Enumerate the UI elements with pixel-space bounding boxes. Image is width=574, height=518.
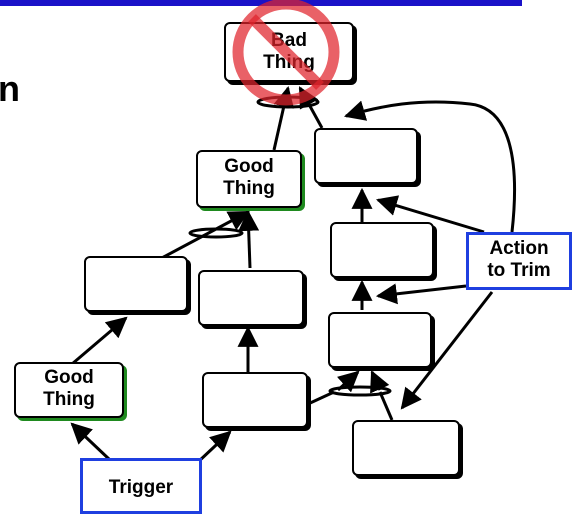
arrow-midbox-to-goodthing bbox=[238, 209, 260, 269]
and-junction-lower bbox=[328, 385, 392, 397]
arrow-trigger-to-box bbox=[196, 430, 232, 464]
arrow-action-to-rb1 bbox=[375, 195, 485, 234]
bad-thing-line1: Bad bbox=[271, 30, 307, 51]
arrow-action-curve-to-top bbox=[343, 100, 517, 233]
trigger-label: Trigger bbox=[108, 477, 174, 498]
good-thing-top-line2: Thing bbox=[223, 178, 275, 199]
node-bad-thing: Bad Thing bbox=[224, 22, 354, 82]
line-box-to-gate bbox=[378, 391, 394, 421]
bad-thing-line2: Thing bbox=[263, 52, 315, 73]
node-middle-box bbox=[198, 270, 304, 326]
node-right-box-2 bbox=[330, 222, 434, 278]
arrow-rightbox-to-badthing bbox=[298, 86, 324, 129]
action-to-trim-line1: Action bbox=[489, 238, 549, 259]
arrow-action-to-rb3 bbox=[375, 283, 467, 305]
node-trigger: Trigger bbox=[80, 458, 202, 514]
good-thing-left-line2: Thing bbox=[43, 389, 95, 410]
action-to-trim-line2: to Trim bbox=[487, 260, 551, 281]
node-action-to-trim: Action to Trim bbox=[466, 232, 572, 290]
node-good-thing-top: Good Thing bbox=[196, 150, 302, 208]
and-junction-upper bbox=[188, 227, 244, 239]
line-bottombox-to-gate bbox=[307, 390, 335, 406]
node-left-box bbox=[84, 256, 188, 312]
node-good-thing-left: Good Thing bbox=[14, 362, 124, 418]
node-right-box-3 bbox=[328, 312, 432, 368]
node-bottom-right-box bbox=[352, 420, 460, 476]
arrow-trigger-to-goodthing bbox=[70, 422, 112, 462]
arrow-action-to-bottom bbox=[400, 291, 494, 410]
cropped-heading-text: n bbox=[0, 68, 20, 109]
good-thing-top-line1: Good bbox=[224, 156, 274, 177]
node-right-box-1 bbox=[314, 128, 418, 184]
good-thing-left-line1: Good bbox=[44, 367, 94, 388]
node-bottom-middle-box bbox=[202, 372, 308, 428]
arrow-goodthing-to-leftbox bbox=[71, 316, 128, 366]
